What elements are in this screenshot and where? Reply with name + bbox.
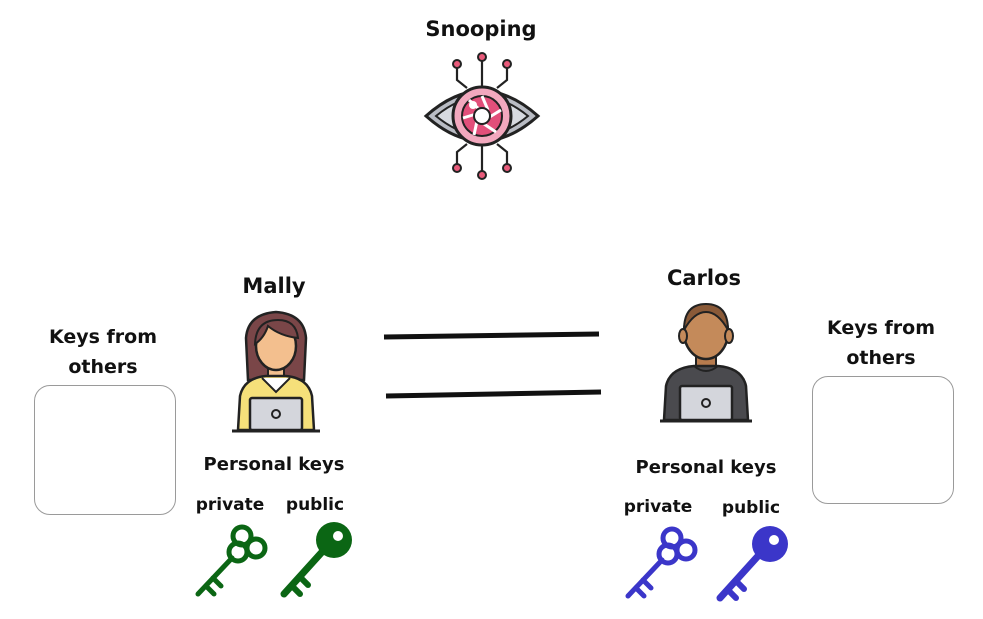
mally-public-label: public: [285, 495, 345, 515]
mally-private-label: private: [195, 495, 265, 515]
mally-private-key-icon: [195, 524, 268, 597]
woman-laptop-icon: [232, 310, 320, 433]
channel-line-bottom: [385, 389, 602, 399]
mally-keys-from-others-label: Keys from others: [48, 326, 158, 378]
carlos-public-key-icon: [716, 526, 788, 602]
eye-icon: [423, 52, 541, 180]
channel-line-top: [383, 331, 600, 340]
mally-name: Mally: [242, 274, 306, 298]
man-laptop-icon: [660, 302, 752, 423]
carlos-keys-from-others-label: Keys from others: [826, 317, 936, 369]
carlos-name: Carlos: [666, 266, 742, 290]
carlos-private-label: private: [623, 497, 693, 517]
mally-keys-from-others-box: [34, 385, 176, 515]
connection-lines: [383, 331, 602, 399]
carlos-public-label: public: [721, 498, 781, 518]
snooping-label: Snooping: [425, 17, 537, 41]
carlos-personal-keys-label: Personal keys: [635, 457, 777, 478]
carlos-keys-from-others-box: [812, 376, 954, 504]
mally-personal-keys-label: Personal keys: [203, 454, 345, 475]
carlos-private-key-icon: [625, 526, 698, 599]
mally-public-key-icon: [280, 522, 352, 598]
